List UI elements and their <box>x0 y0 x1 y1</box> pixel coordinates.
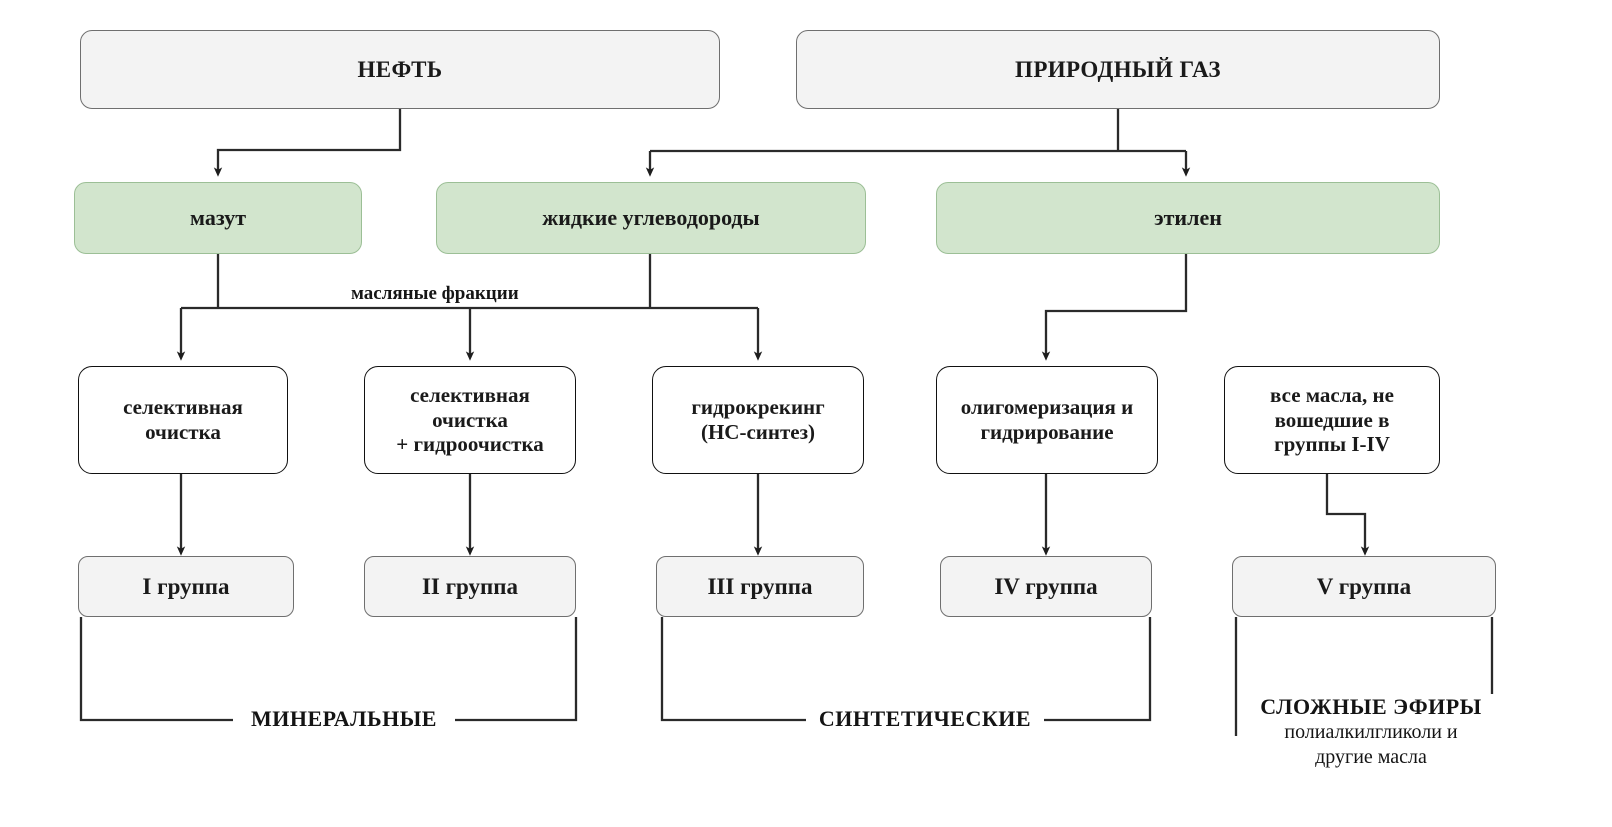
node-hydrocracking-label: гидрокрекинг (НС-синтез) <box>691 395 825 444</box>
node-group-3[interactable]: III группа <box>656 556 864 617</box>
node-selective-refining-hydrotreating-label: селективная очистка + гидроочистка <box>396 382 544 457</box>
edge-label-oil-fractions: масляные фракции <box>346 283 524 305</box>
node-oil-label: НЕФТЬ <box>357 56 443 82</box>
node-selective-refining-label: селективная очистка <box>123 395 243 444</box>
category-esters: СЛОЖНЫЕ ЭФИРЫ полиалкилгликоли и другие … <box>1240 694 1502 770</box>
node-group-2[interactable]: II группа <box>364 556 576 617</box>
node-group-4-label: IV группа <box>994 573 1098 599</box>
node-group-4[interactable]: IV группа <box>940 556 1152 617</box>
node-liquid-hydrocarbons-label: жидкие углеводороды <box>542 205 760 231</box>
node-selective-refining-hydrotreating[interactable]: селективная очистка + гидроочистка <box>364 366 576 474</box>
node-group-5-label: V группа <box>1316 573 1412 599</box>
bracket-synthetic-left <box>660 617 833 722</box>
edge-ethylene-to-oligomerization <box>1041 254 1188 361</box>
node-group-2-label: II группа <box>421 573 519 599</box>
node-mazut-label: мазут <box>189 205 247 231</box>
node-hydrocracking[interactable]: гидрокрекинг (НС-синтез) <box>652 366 864 474</box>
bracket-mineral-right <box>420 617 578 722</box>
node-group-3-label: III группа <box>707 573 813 599</box>
bracket-mineral-left <box>79 617 253 722</box>
category-esters-label: СЛОЖНЫЕ ЭФИРЫ <box>1260 694 1482 719</box>
edge-label-oil-fractions-text: масляные фракции <box>351 283 519 304</box>
node-natural-gas[interactable]: ПРИРОДНЫЙ ГАЗ <box>796 30 1440 109</box>
node-group-5[interactable]: V группа <box>1232 556 1496 617</box>
category-esters-sublabel: полиалкилгликоли и другие масла <box>1284 721 1458 768</box>
node-ethylene[interactable]: этилен <box>936 182 1440 254</box>
node-oligomerization-hydrogenation-label: олигомеризация и гидрирование <box>960 395 1134 444</box>
category-mineral: МИНЕРАЛЬНЫЕ <box>233 706 455 732</box>
node-selective-refining[interactable]: селективная очистка <box>78 366 288 474</box>
edge-p5-to-group5 <box>1325 474 1370 556</box>
node-oil[interactable]: НЕФТЬ <box>80 30 720 109</box>
node-mazut[interactable]: мазут <box>74 182 362 254</box>
node-all-other-oils-label: все масла, не вошедшие в группы I-IV <box>1270 382 1394 457</box>
node-all-other-oils[interactable]: все масла, не вошедшие в группы I-IV <box>1224 366 1440 474</box>
category-mineral-label: МИНЕРАЛЬНЫЕ <box>250 706 437 731</box>
node-ethylene-label: этилен <box>1154 205 1222 231</box>
bracket-synthetic-right <box>1000 617 1152 722</box>
node-oligomerization-hydrogenation[interactable]: олигомеризация и гидрирование <box>936 366 1158 474</box>
edge-oil-to-mazut <box>213 109 402 177</box>
category-synthetic: СИНТЕТИЧЕСКИЕ <box>806 706 1044 732</box>
node-natural-gas-label: ПРИРОДНЫЙ ГАЗ <box>1015 56 1221 82</box>
node-group-1[interactable]: I группа <box>78 556 294 617</box>
category-synthetic-label: СИНТЕТИЧЕСКИЕ <box>818 706 1032 731</box>
node-group-1-label: I группа <box>142 573 230 599</box>
node-liquid-hydrocarbons[interactable]: жидкие углеводороды <box>436 182 866 254</box>
